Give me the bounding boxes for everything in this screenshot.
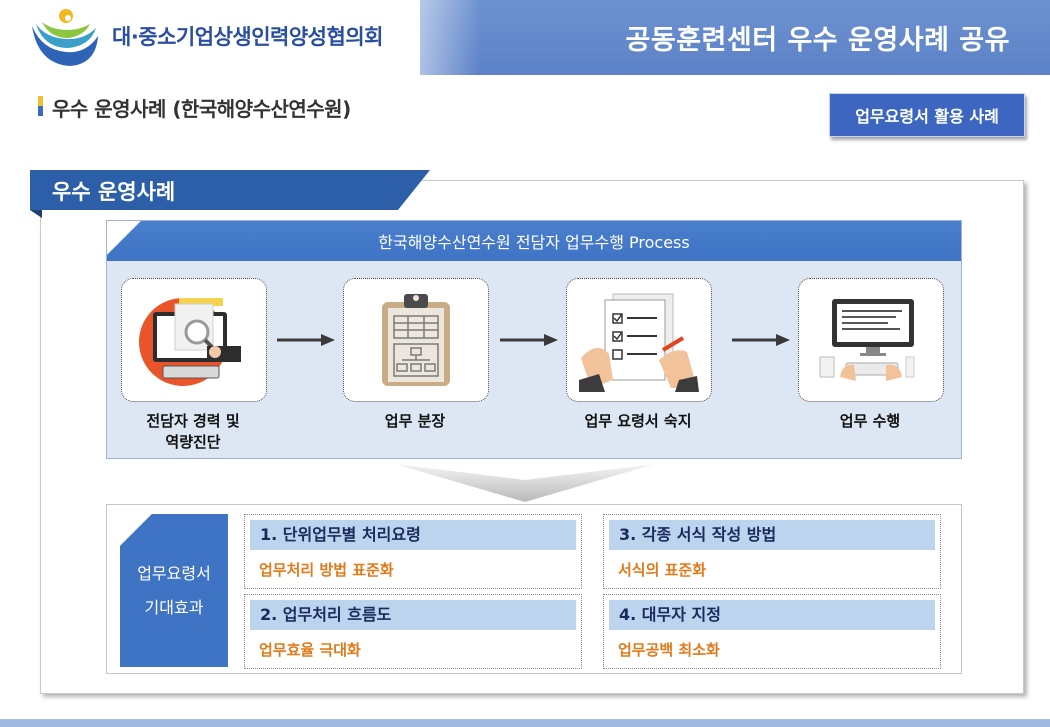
effects-tag: 업무요령서 기대효과 <box>120 514 228 667</box>
step-label-line: 업무 요령서 숙지 <box>584 412 692 430</box>
section-title: 우수 운영사례 (한국해양수산연수원) <box>52 97 351 121</box>
effect-desc: 서식의 표준화 <box>618 561 707 579</box>
effect-card: 1. 단위업무별 처리요령 업무처리 방법 표준화 <box>244 514 582 589</box>
effect-title: 3. 각종 서식 작성 방법 <box>609 520 935 550</box>
org-name: 대·중소기업상생인력양성협의회 <box>108 22 391 52</box>
arrow-right-icon <box>732 334 790 346</box>
effect-desc: 업무공백 최소화 <box>618 641 720 659</box>
step-label-line: 역량진단 <box>165 433 221 451</box>
org-logo-icon <box>32 9 98 66</box>
step-label-line: 전담자 경력 및 <box>146 412 240 430</box>
footer-bar <box>0 719 1050 727</box>
effect-desc: 업무효율 극대화 <box>259 641 361 659</box>
process-title: 한국해양수산연수원 전담자 업무수행 Process <box>107 221 961 261</box>
effect-title: 1. 단위업무별 처리요령 <box>250 520 576 550</box>
process-panel: 한국해양수산연수원 전담자 업무수행 Process <box>106 220 962 459</box>
step-card-manual-review <box>566 278 712 402</box>
panel-tab: 우수 운영사례 <box>30 170 430 210</box>
usage-case-button[interactable]: 업무요령서 활용 사례 <box>829 93 1025 137</box>
effects-tag-line: 업무요령서 <box>137 563 211 583</box>
effect-card: 4. 대무자 지정 업무공백 최소화 <box>603 594 941 669</box>
step-label-manual-review: 업무 요령서 숙지 <box>548 411 728 432</box>
down-chevron-icon <box>395 464 655 502</box>
step-card-assignment <box>343 278 489 402</box>
diagnosis-monitor-icon <box>139 298 241 386</box>
arrow-right-icon <box>500 334 558 346</box>
step-label-diagnosis: 전담자 경력 및 역량진단 <box>103 411 283 453</box>
page-header: 대·중소기업상생인력양성협의회 공동훈련센터 우수 운영사례 공유 <box>0 0 1050 75</box>
step-card-diagnosis <box>121 278 267 402</box>
effect-desc: 업무처리 방법 표준화 <box>259 561 394 579</box>
org-logo <box>0 0 110 75</box>
effect-card: 2. 업무처리 흐름도 업무효율 극대화 <box>244 594 582 669</box>
page-title: 공동훈련센터 우수 운영사례 공유 <box>625 25 1010 56</box>
effects-tag-line: 기대효과 <box>144 597 204 617</box>
step-label-execution: 업무 수행 <box>780 411 960 432</box>
clipboard-org-chart-icon <box>382 294 450 386</box>
computer-typing-icon <box>819 299 915 381</box>
effect-title: 4. 대무자 지정 <box>609 600 935 630</box>
section-marker <box>38 96 43 116</box>
effect-card: 3. 각종 서식 작성 방법 서식의 표준화 <box>603 514 941 589</box>
effect-title: 2. 업무처리 흐름도 <box>250 600 576 630</box>
step-card-execution <box>798 278 944 402</box>
step-label-line: 업무 분장 <box>384 412 446 430</box>
step-label-assignment: 업무 분장 <box>325 411 505 432</box>
tab-shadow <box>30 210 42 218</box>
panel-tab-label: 우수 운영사례 <box>52 180 176 204</box>
checklist-document-icon <box>579 293 699 392</box>
arrow-right-icon <box>277 334 335 346</box>
step-label-line: 업무 수행 <box>839 412 901 430</box>
